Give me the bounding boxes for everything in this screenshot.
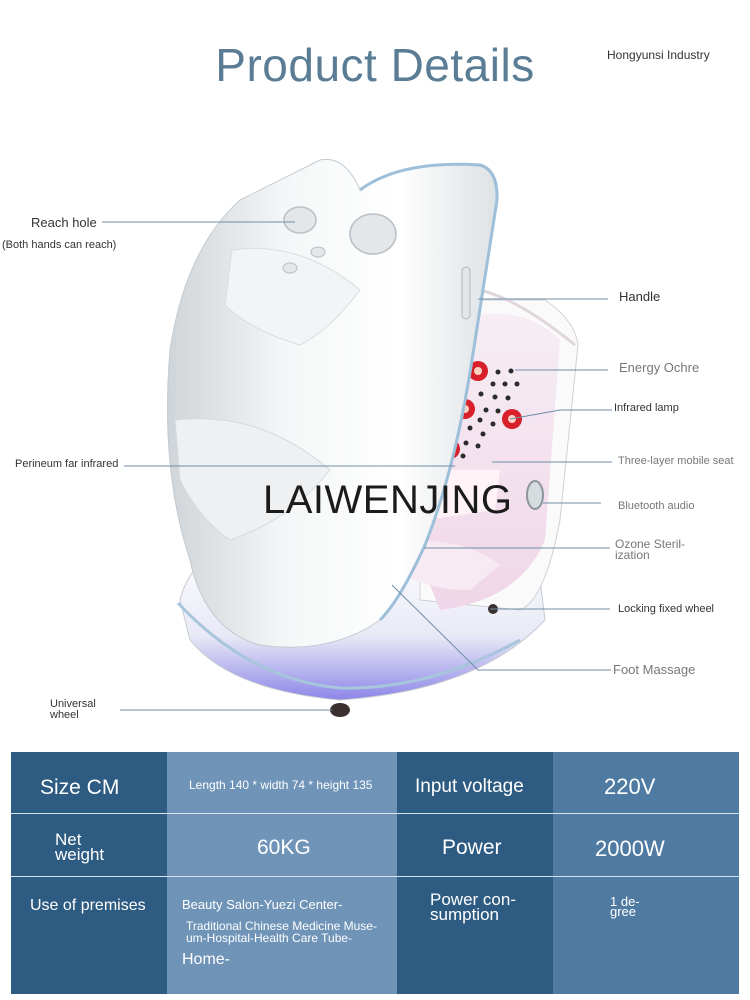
spec-premises-value-2: Traditional Chinese Medicine Muse-	[186, 919, 377, 933]
spec-power-label-cell: Power	[397, 814, 553, 876]
spec-premises-label-cell: Use of premises	[11, 877, 167, 994]
callout-three-layer-seat: Three-layer mobile seat	[618, 455, 734, 467]
row-divider	[11, 813, 739, 814]
spec-consumption-label-2: sumption	[430, 905, 499, 924]
spec-premises-value-3: um-Hospital-Health Care Tube-	[186, 931, 353, 945]
spec-consumption-label-1: Power con-	[430, 890, 516, 909]
callout-infrared-lamp: Infrared lamp	[614, 402, 679, 414]
spec-consumption-value-2: gree	[610, 904, 637, 919]
product-illustration	[102, 158, 612, 717]
watermark-text: LAIWENJING	[263, 478, 513, 522]
spec-weight-label-cell: Net weight	[11, 814, 167, 876]
spec-power-value: 2000W	[595, 836, 665, 861]
callout-foot-massage: Foot Massage	[613, 662, 696, 677]
callout-handle: Handle	[619, 289, 661, 304]
callout-universal-2: wheel	[50, 709, 79, 721]
spec-consumption-value-1: 1 de-	[610, 894, 640, 909]
bluetooth-speaker	[526, 480, 544, 510]
spec-consumption-label-cell: Power con- sumption	[397, 877, 553, 994]
callout-universal-1: Universal	[50, 698, 96, 710]
brand-name: Hongyunsi Industry	[607, 48, 710, 62]
spec-weight-value-cell: 60KG	[167, 814, 397, 876]
spec-size-value-cell: Length 140 * width 74 * height 135	[167, 752, 397, 813]
reach-holes	[282, 206, 397, 274]
spec-weight-label-2: weight	[55, 845, 105, 864]
spec-weight-label-1: Net	[55, 830, 82, 849]
row-divider	[11, 876, 739, 877]
spec-size-label-cell: Size CM	[11, 752, 167, 813]
side-handle	[461, 266, 471, 320]
spec-consumption-value-cell: 1 de- gree	[553, 877, 739, 994]
callout-energy-ochre: Energy Ochre	[619, 360, 700, 375]
page-title: Product Details	[215, 39, 535, 91]
spec-power-label: Power	[442, 836, 502, 859]
spec-premises-value-4: Home-	[182, 951, 231, 968]
energy-ochre-dots	[460, 366, 520, 459]
spec-weight-value: 60KG	[257, 836, 311, 859]
callout-reach-hole-note: (Both hands can reach)	[2, 239, 117, 251]
spec-power-value-cell: 2000W	[553, 814, 739, 876]
spec-size-value: Length 140 * width 74 * height 135	[189, 778, 373, 792]
specs-table: Size CM Length 140 * width 74 * height 1…	[11, 752, 739, 994]
spec-voltage-value-cell: 220V	[553, 752, 739, 813]
spec-voltage-value: 220V	[604, 774, 656, 799]
callout-bluetooth-audio: Bluetooth audio	[618, 500, 695, 512]
spec-voltage-label: Input voltage	[415, 776, 524, 797]
callout-perineum: Perineum far infrared	[15, 458, 119, 470]
spec-premises-label: Use of premises	[30, 897, 146, 914]
callout-locking-wheel: Locking fixed wheel	[618, 603, 715, 615]
callout-ozone-2: ization	[615, 548, 650, 562]
callout-ozone-1: Ozone Steril-	[615, 537, 686, 551]
spec-voltage-label-cell: Input voltage	[397, 752, 553, 813]
callout-reach-hole: Reach hole	[31, 215, 97, 230]
spec-premises-value-1: Beauty Salon-Yuezi Center-	[182, 897, 343, 912]
spec-premises-value-cell: Beauty Salon-Yuezi Center- Traditional C…	[167, 877, 397, 994]
spec-size-label: Size CM	[40, 776, 120, 799]
main-shell	[167, 158, 499, 648]
leader-lines	[102, 221, 612, 711]
